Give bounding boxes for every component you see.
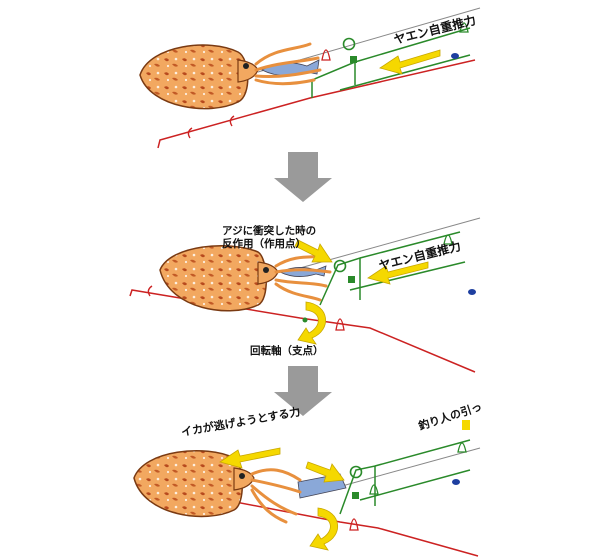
line-ring xyxy=(333,259,347,273)
red-loop xyxy=(335,318,345,331)
fishing-line xyxy=(341,447,481,487)
push-arrow xyxy=(367,261,429,285)
panel-3: イカが逃げようとする力 釣り人の引っ xyxy=(133,399,484,557)
rod-weight xyxy=(348,276,355,283)
step-down-arrow xyxy=(274,366,332,416)
reaction-label-line1: アジに衝突した時の xyxy=(222,224,316,237)
squid xyxy=(139,42,322,110)
escape-arrow xyxy=(219,447,281,469)
line-ring xyxy=(342,37,356,51)
green-loop xyxy=(457,442,467,453)
green-loop xyxy=(459,22,469,33)
rotation-arrow xyxy=(309,507,339,551)
step-down-arrow xyxy=(274,152,332,202)
float-icon xyxy=(468,289,476,295)
rotation-arrow xyxy=(297,301,327,345)
angler-label: 釣り人の引っ xyxy=(417,399,484,433)
line-ring xyxy=(349,465,363,479)
squid xyxy=(159,245,332,312)
yaen-arm-lower xyxy=(359,469,471,501)
escape-label: イカが逃げようとする力 xyxy=(180,404,301,439)
squid xyxy=(133,449,302,524)
push-arrow xyxy=(379,49,441,75)
float-icon xyxy=(451,53,459,59)
reaction-arrow xyxy=(305,461,345,483)
yaen-rod xyxy=(129,289,476,373)
yaen-arm-lower xyxy=(349,261,466,291)
red-loop xyxy=(321,49,331,61)
yaen-arm xyxy=(311,27,471,98)
pivot-point xyxy=(302,317,308,323)
red-loop xyxy=(349,518,359,531)
float-icon xyxy=(452,479,460,485)
rod-weight xyxy=(350,56,357,63)
angler-pull-arrow xyxy=(462,420,470,430)
panel-2: ヤエン自重推力 アジに衝突した時の 反作用（作用点） 回転軸（支点） xyxy=(129,217,481,373)
yaen-arm-lower xyxy=(339,54,471,91)
rod-weight xyxy=(352,492,359,499)
green-loop xyxy=(443,234,453,245)
rod-barb xyxy=(229,115,235,127)
green-loop xyxy=(369,484,379,495)
yaen-arm xyxy=(319,231,461,306)
rod-barb xyxy=(147,285,153,297)
reaction-arrow xyxy=(294,239,333,263)
push-label: ヤエン自重推力 xyxy=(392,12,477,47)
rod-barb xyxy=(187,127,193,139)
reaction-label-line2: 反作用（作用点） xyxy=(222,237,306,250)
yaen-rod xyxy=(157,59,476,149)
fulcrum-label: 回転軸（支点） xyxy=(250,344,324,357)
panel-1: ヤエン自重推力 xyxy=(139,7,481,149)
